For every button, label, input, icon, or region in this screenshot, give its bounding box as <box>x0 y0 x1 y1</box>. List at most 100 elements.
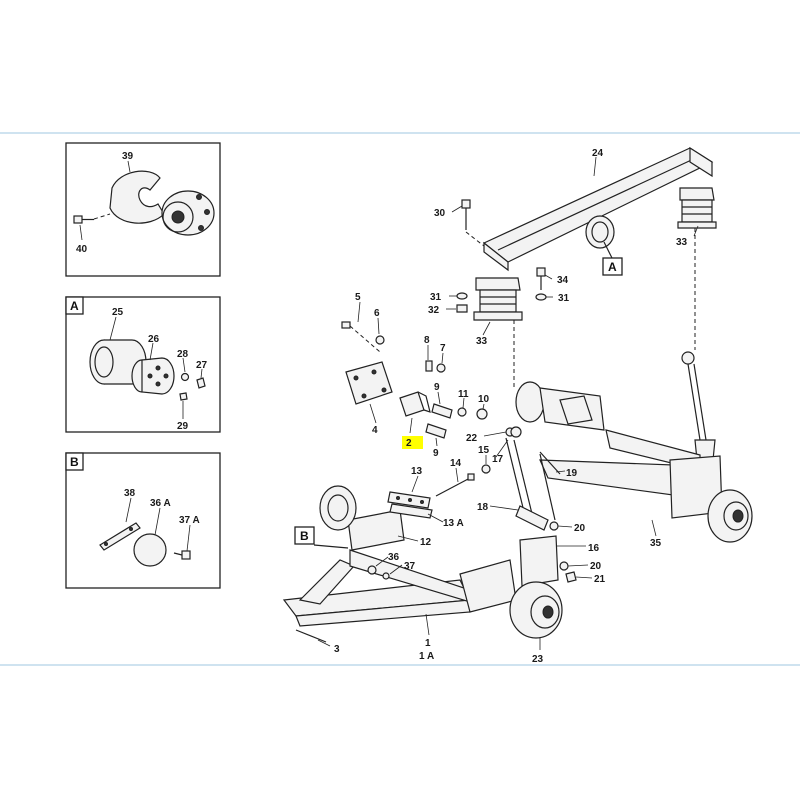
dust-shield-part <box>109 170 165 224</box>
label-26: 26 <box>148 334 160 345</box>
detail-box-b: B 38 36 A 37 A <box>65 452 221 589</box>
highlight-label-2 <box>402 436 423 449</box>
top-beam-part <box>482 146 714 272</box>
label-32: 32 <box>428 305 440 316</box>
label-40: 40 <box>76 244 88 255</box>
label-6: 6 <box>374 308 380 319</box>
label-19: 19 <box>566 468 578 479</box>
bolt-part <box>73 213 111 224</box>
label-12: 12 <box>420 537 432 548</box>
label-30: 30 <box>434 208 446 219</box>
label-39: 39 <box>122 151 134 162</box>
label-36: 36 <box>388 552 400 563</box>
nut-10-part <box>476 408 488 420</box>
bolt-14-part <box>435 473 475 497</box>
arm-18-part <box>505 426 556 531</box>
label-23: 23 <box>532 654 544 665</box>
label-7: 7 <box>440 343 446 354</box>
nut-32-part <box>456 304 468 313</box>
callout-b: B <box>294 526 349 549</box>
detail-box-top: 39 40 <box>65 142 221 277</box>
detail-box-a-tag-frame <box>65 296 84 315</box>
label-9-lower: 9 <box>433 448 439 459</box>
label-1: 1 <box>425 638 431 649</box>
label-33-right: 33 <box>676 237 688 248</box>
pin-8-part <box>425 360 433 372</box>
front-frame-part <box>282 485 563 639</box>
part-36 <box>367 565 377 575</box>
nut-20-upper <box>549 521 559 531</box>
label-20-lower: 20 <box>590 561 602 572</box>
disc-part <box>133 533 167 567</box>
label-21: 21 <box>594 574 606 585</box>
nut-15-part <box>481 464 491 474</box>
label-2: 2 <box>406 438 412 449</box>
label-20-upper: 20 <box>574 523 586 534</box>
detail-box-b-tag: B <box>70 455 79 469</box>
main-assembly: A B 24 30 33 33 34 31 31 32 5 6 8 7 4 2 <box>282 146 753 665</box>
label-24: 24 <box>592 148 604 159</box>
label-18: 18 <box>477 502 489 513</box>
label-1a: 1 A <box>419 651 434 662</box>
part-21 <box>565 571 577 583</box>
label-17: 17 <box>492 454 504 465</box>
label-38: 38 <box>124 488 136 499</box>
clamp-9-lower <box>425 423 447 439</box>
wheel-hub-right <box>707 489 753 543</box>
top-border-line <box>0 132 800 134</box>
nut-part <box>180 372 190 382</box>
label-28: 28 <box>177 349 189 360</box>
label-14: 14 <box>450 458 462 469</box>
part-37 <box>382 572 390 580</box>
label-31-right: 31 <box>558 293 570 304</box>
label-16: 16 <box>588 543 600 554</box>
washer-31-right <box>535 293 547 301</box>
label-34: 34 <box>557 275 569 286</box>
label-37a: 37 A <box>179 515 200 526</box>
callout-a-label: A <box>608 260 617 274</box>
label-33-center: 33 <box>476 336 488 347</box>
detail-box-b-frame <box>65 452 221 589</box>
nut-20-lower <box>559 561 569 571</box>
bolt-small-part <box>196 377 206 389</box>
detail-box-b-tag-frame <box>65 452 84 471</box>
detail-box-a: A 25 26 28 27 29 <box>65 296 221 433</box>
detail-box-a-frame <box>65 296 221 433</box>
bolt-34-part <box>536 267 546 290</box>
clamp-9-upper <box>431 403 453 419</box>
label-5: 5 <box>355 292 361 303</box>
label-37: 37 <box>404 561 416 572</box>
bushing-block-2-part <box>399 391 431 417</box>
label-8: 8 <box>424 335 430 346</box>
label-31-left: 31 <box>430 292 442 303</box>
label-35: 35 <box>650 538 662 549</box>
rod-3-part <box>295 629 327 643</box>
label-10: 10 <box>478 394 490 405</box>
rubber-mount-right <box>677 187 717 229</box>
label-29: 29 <box>177 421 189 432</box>
label-11: 11 <box>458 389 469 400</box>
bracket-4-part <box>341 321 393 405</box>
detail-box-a-tag: A <box>70 299 79 313</box>
label-25: 25 <box>112 307 124 318</box>
callout-a: A <box>602 241 623 276</box>
rubber-mount-center <box>473 277 523 321</box>
bottom-border-line <box>0 664 800 666</box>
label-15: 15 <box>478 445 490 456</box>
bolt-37a-part <box>173 550 191 560</box>
bolt-30-part <box>461 199 485 247</box>
detail-box-top-frame <box>65 142 221 277</box>
label-3: 3 <box>334 644 340 655</box>
washer-31-left <box>456 292 468 300</box>
bushing-top-part <box>585 215 615 249</box>
wheel-hub-front <box>509 581 563 639</box>
label-13a: 13 A <box>443 518 464 529</box>
label-27: 27 <box>196 360 208 371</box>
callout-a-frame <box>602 257 623 276</box>
label-4: 4 <box>372 425 378 436</box>
label-22: 22 <box>466 433 478 444</box>
rear-axle-part <box>515 381 753 543</box>
nut-11-part <box>457 407 467 417</box>
